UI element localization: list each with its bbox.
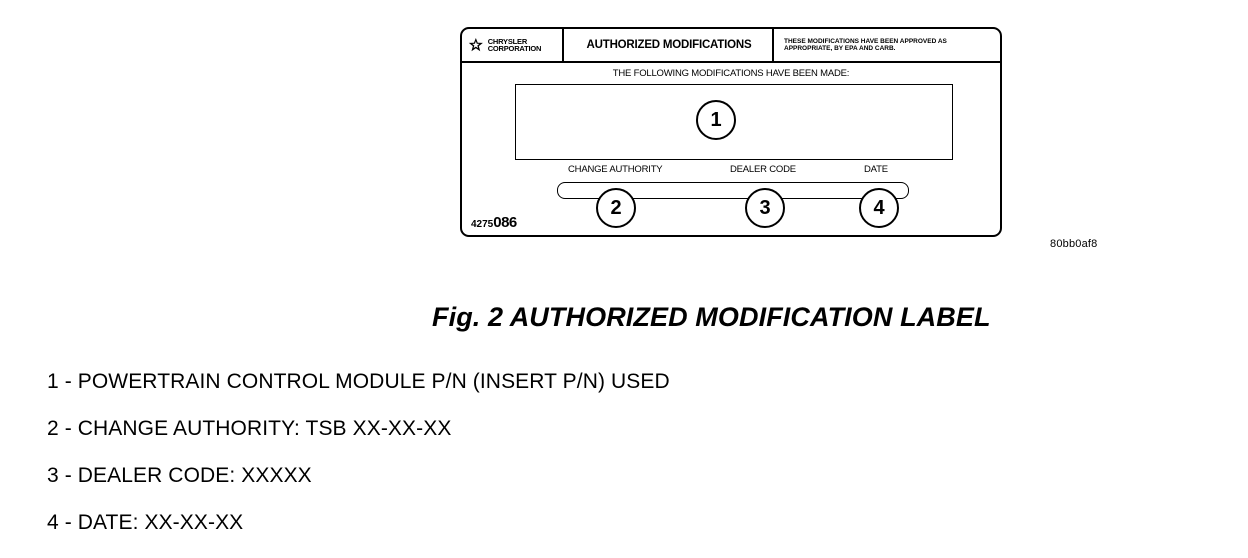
legend-item: 4 - DATE: XX-XX-XX xyxy=(47,511,244,534)
date-label: DATE xyxy=(864,164,888,175)
callout-3: 3 xyxy=(745,188,785,228)
modifications-heading: THE FOLLOWING MODIFICATIONS HAVE BEEN MA… xyxy=(612,68,850,79)
label-part-number: 4275086 xyxy=(471,214,517,232)
change-authority-label: CHANGE AUTHORITY xyxy=(568,164,663,175)
legend-list: 1 - POWERTRAIN CONTROL MODULE P/N (INSER… xyxy=(47,370,670,558)
part-number-suffix: 086 xyxy=(493,214,517,231)
fields-bar xyxy=(557,182,909,199)
image-code: 80bb0af8 xyxy=(1050,238,1098,250)
legend-item: 2 - CHANGE AUTHORITY: TSB XX-XX-XX xyxy=(47,417,452,440)
callout-2: 2 xyxy=(596,188,636,228)
label-title: AUTHORIZED MODIFICATIONS xyxy=(566,29,774,61)
legend-item: 1 - POWERTRAIN CONTROL MODULE P/N (INSER… xyxy=(47,370,670,393)
label-header: CHRYSLER CORPORATION AUTHORIZED MODIFICA… xyxy=(462,29,1000,63)
figure-caption: Fig. 2 AUTHORIZED MODIFICATION LABEL xyxy=(432,302,991,332)
approval-note: THESE MODIFICATIONS HAVE BEEN APPROVED A… xyxy=(784,38,947,52)
modifications-box xyxy=(515,84,953,160)
legend-item: 3 - DEALER CODE: XXXXX xyxy=(47,464,312,487)
authorized-modifications-label: CHRYSLER CORPORATION AUTHORIZED MODIFICA… xyxy=(460,27,1002,237)
dealer-code-label: DEALER CODE xyxy=(730,164,796,175)
callout-1: 1 xyxy=(696,100,736,140)
logo-cell: CHRYSLER CORPORATION xyxy=(468,29,564,61)
callout-4: 4 xyxy=(859,188,899,228)
pentastar-icon xyxy=(468,37,483,52)
part-number-prefix: 4275 xyxy=(471,219,494,230)
logo-text: CHRYSLER CORPORATION xyxy=(487,37,542,53)
